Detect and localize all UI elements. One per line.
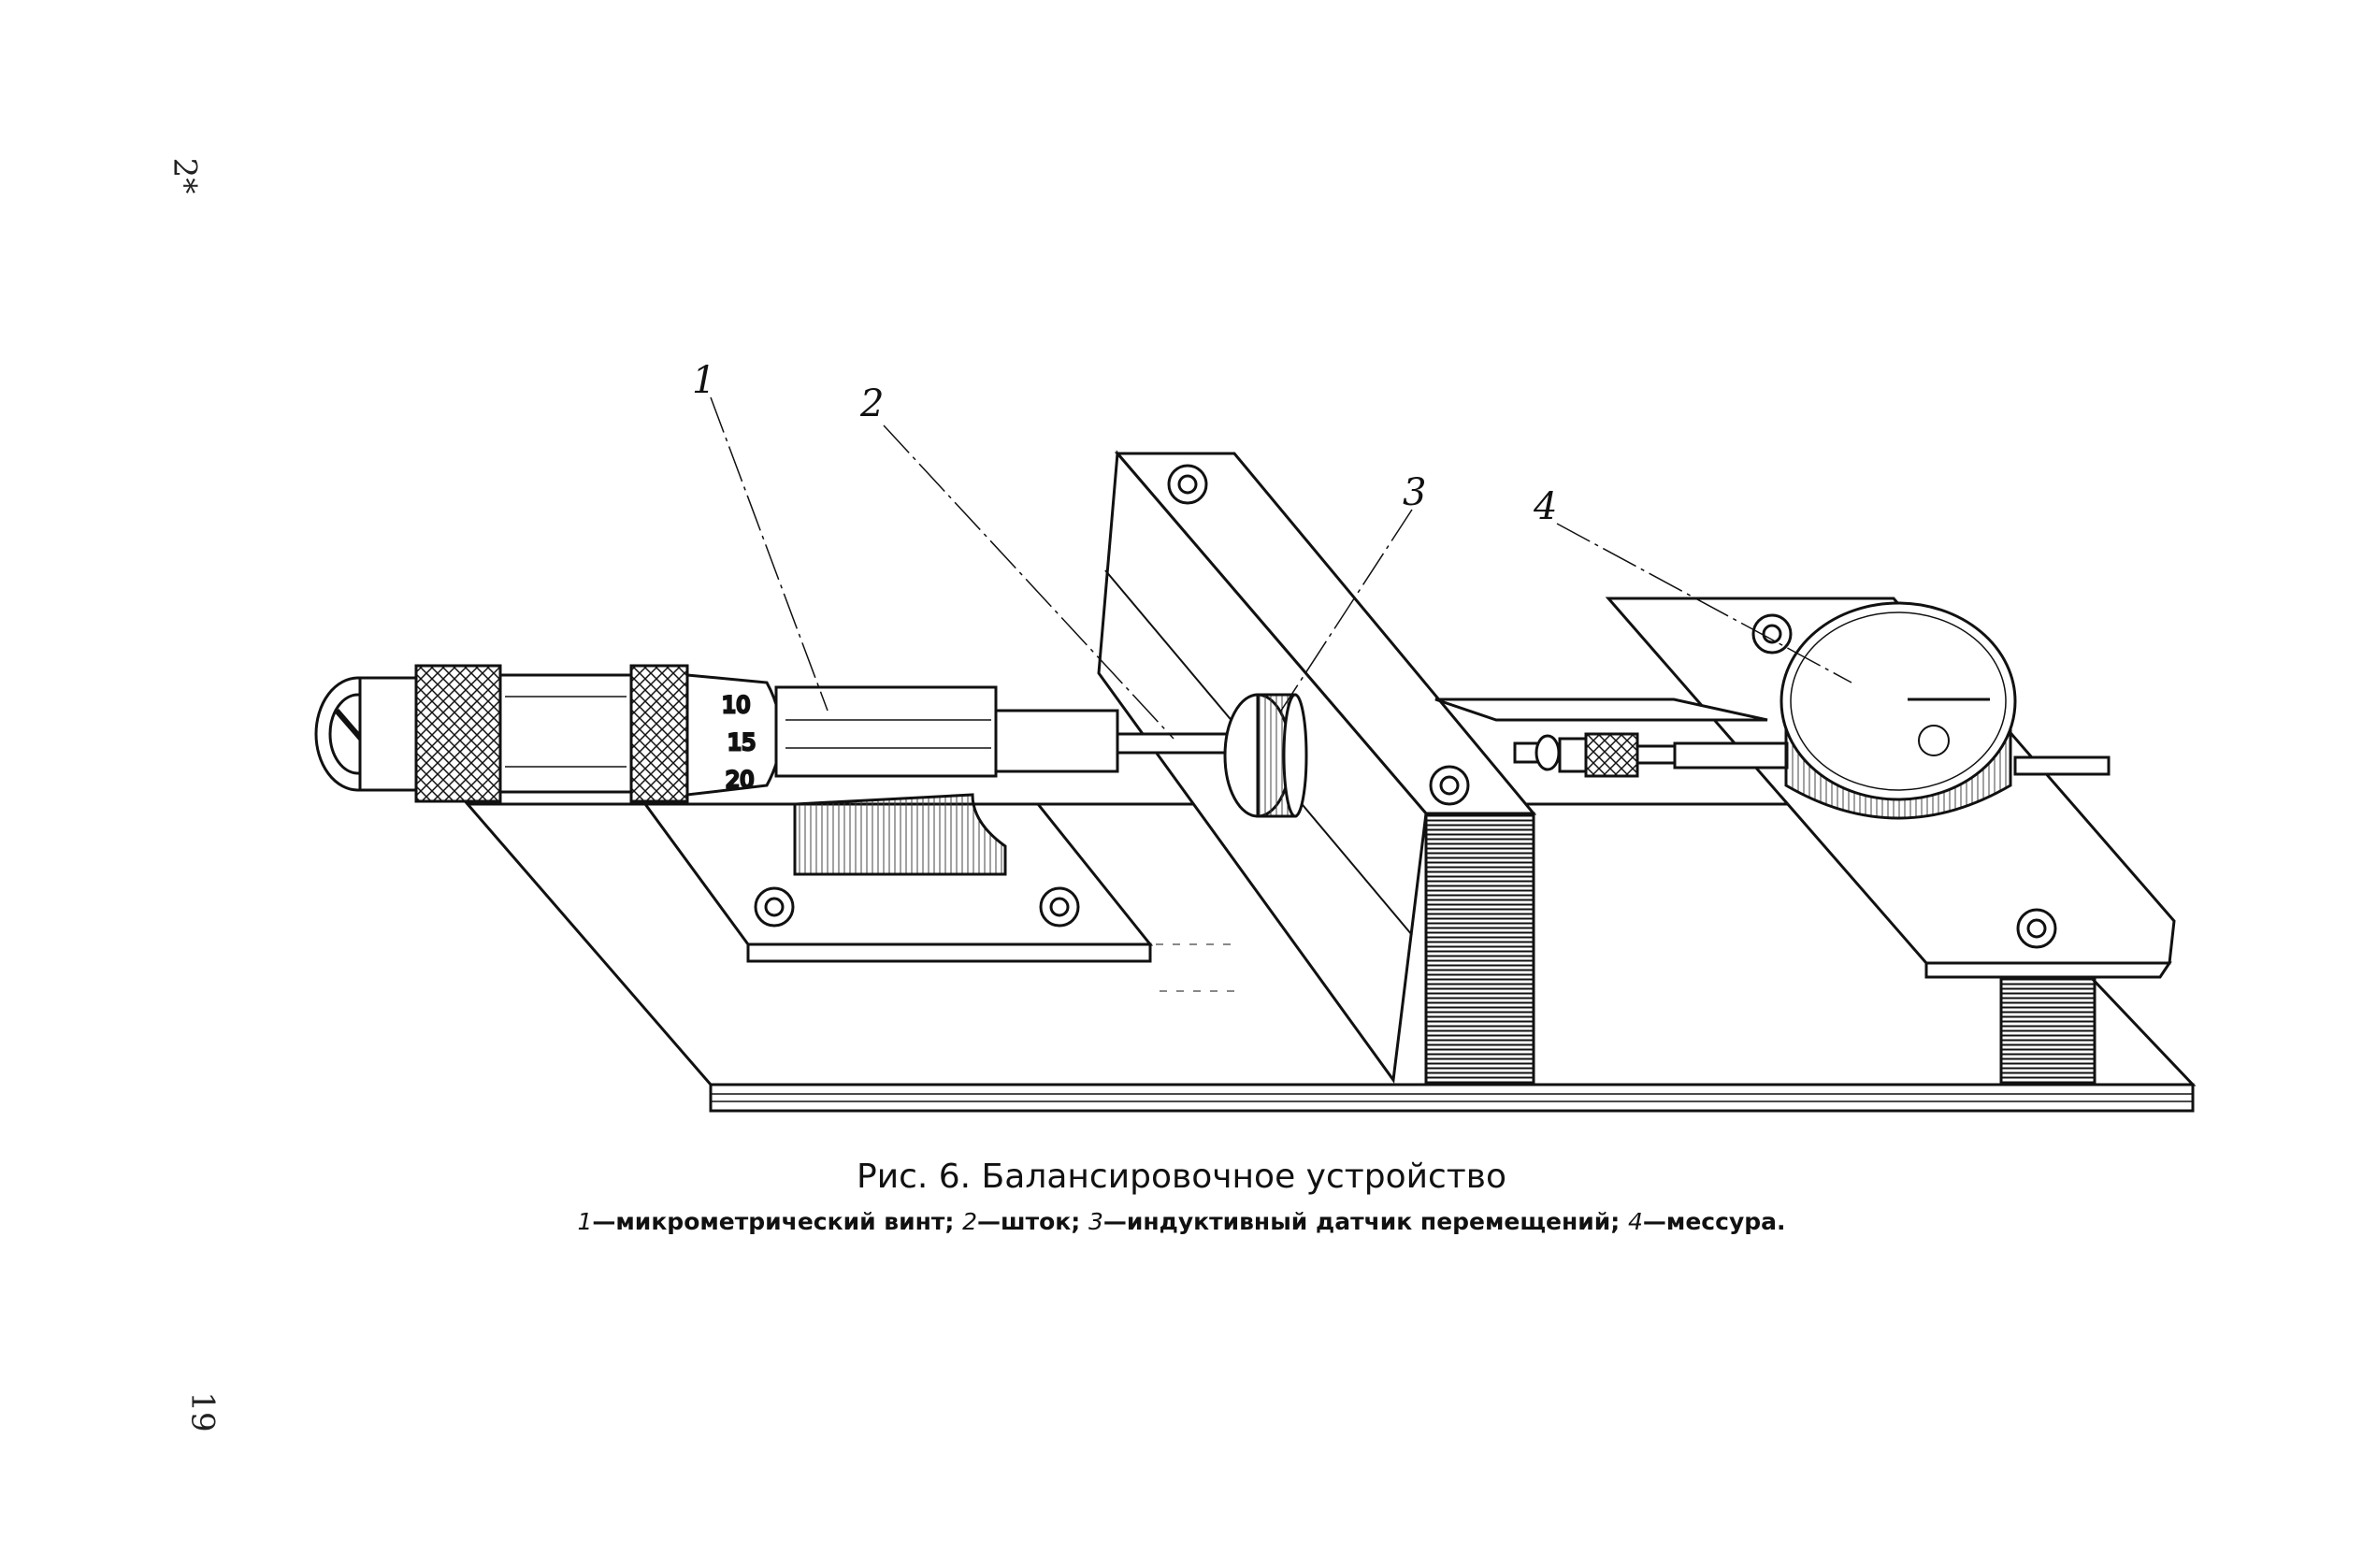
- legend-text-4: —мессура.: [1642, 1208, 1786, 1235]
- scale-mark-20: 20: [726, 767, 755, 793]
- micrometer-screw: 10 15 20: [314, 664, 1260, 803]
- scale-mark-15: 15: [728, 729, 756, 755]
- figure-legend: 1—микрометрический винт; 2—шток; 3—индук…: [0, 1208, 2363, 1235]
- legend-text-2: —шток;: [977, 1208, 1081, 1235]
- callout-3: 3: [1403, 471, 1426, 514]
- legend-num-2: 2: [962, 1208, 978, 1235]
- callout-2: 2: [859, 382, 884, 425]
- legend-text-3: —индуктивный датчик перемещений;: [1102, 1208, 1621, 1235]
- legend-text-1: —микрометрический винт;: [592, 1208, 955, 1235]
- callout-4: 4: [1533, 485, 1557, 528]
- figure-caption-title: Рис. 6. Балансировочное устройство: [856, 1158, 1507, 1196]
- callout-1: 1: [692, 359, 715, 402]
- legend-num-4: 4: [1628, 1208, 1643, 1235]
- linkage-rod: [1513, 732, 1789, 778]
- leader-lines: [710, 396, 1852, 740]
- micrometer-mount-plate: [642, 793, 1154, 963]
- legend-num-1: 1: [577, 1208, 593, 1235]
- legend-num-3: 3: [1088, 1208, 1103, 1235]
- connecting-bar: [1434, 698, 1768, 722]
- dial-indicator: [1779, 601, 2111, 820]
- scale-mark-10: 10: [722, 692, 751, 718]
- inductive-sensor: [1223, 693, 1308, 818]
